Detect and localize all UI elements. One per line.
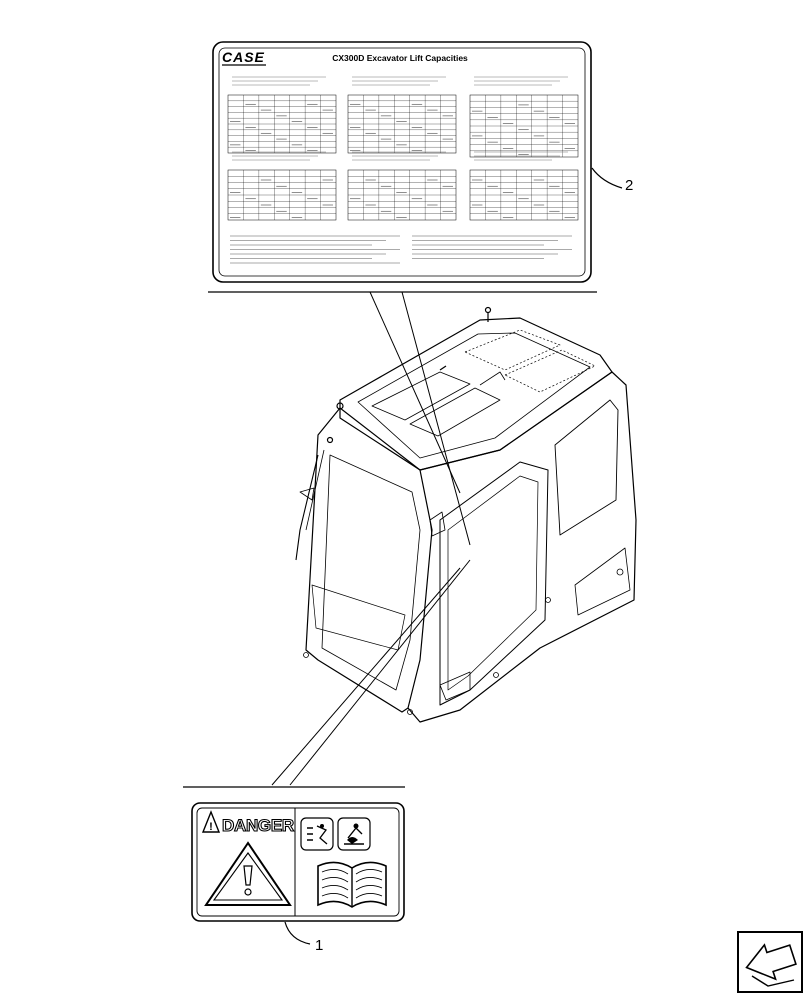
danger-decal: ! DANGER: [191, 802, 405, 922]
capacity-tables: [227, 94, 579, 221]
next-page-arrow-icon[interactable]: [737, 931, 803, 993]
operator-cab: [295, 306, 637, 723]
open-manual-icon: [317, 861, 387, 908]
danger-label: DANGER: [222, 816, 294, 835]
leader-line: [401, 291, 471, 546]
callout-1-label: 1: [315, 937, 323, 954]
svg-text:!: !: [209, 821, 213, 833]
decal-title: CX300D Excavator Lift Capacities: [332, 53, 468, 63]
case-logo: CASE: [222, 49, 265, 65]
hazard-pictogram-1: [300, 817, 334, 851]
callout-leader: [591, 167, 623, 189]
danger-header: ! DANGER: [201, 810, 295, 836]
callout-2-label: 2: [625, 177, 633, 194]
lift-capacity-decal: CASE CX300D Excavator Lift Capacities: [212, 41, 592, 283]
leader-line: [369, 291, 461, 494]
leader-line: [271, 567, 461, 786]
callout-leader: [284, 921, 311, 945]
leader-line: [289, 559, 471, 786]
small-warning-icon: [201, 810, 221, 833]
capacity-notes: [230, 76, 572, 264]
hazard-pictogram-2: [337, 817, 371, 851]
warning-triangle-icon: [204, 841, 292, 906]
